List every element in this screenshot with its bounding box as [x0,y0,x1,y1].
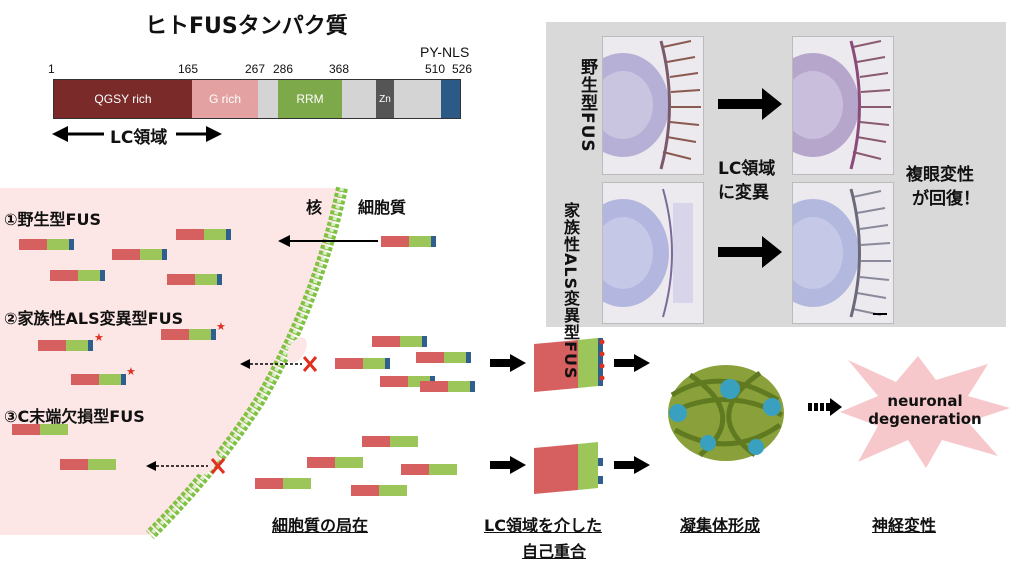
blocked-import-arrow-als [240,356,318,372]
domain-number-267: 267 [245,62,266,76]
label-self-assembly-1: LC領域を介した [484,516,602,535]
fus-truncated-molecule [351,485,407,496]
domain-zn: Zn [376,80,394,118]
mutation-star: ★ [94,331,104,344]
domain-rrm: RRM [278,80,342,118]
label-self-assembly-2: 自己重合 [522,542,587,561]
panel-arrows [718,88,782,268]
eye-section-als-before [602,182,704,324]
domain-number-368: 368 [329,62,350,76]
domain-number-165: 165 [178,62,199,76]
eye-section-wildtype-before [602,36,704,175]
fus-truncated-molecule [12,424,68,435]
fus-molecule [176,229,231,240]
import-arrow [278,235,378,247]
panel-row1-label: 野生型FUS [577,58,597,153]
domain-number-510: 510 [425,62,446,76]
panel-row2-label: 家族性ALS変異型FUS [561,202,580,380]
fus-molecule [19,239,74,250]
fus-als-molecule [335,358,390,369]
fus-als-molecule [38,340,93,351]
panel-mid-text-2: に変異 [718,183,769,203]
fus-molecule [167,274,222,285]
fus-als-molecule [71,374,126,385]
lc-region-arrow [52,124,222,144]
domain-grich: G rich [192,80,258,118]
cytoplasm-label: 細胞質 [358,198,407,217]
lc-region-label: LC領域 [110,128,168,148]
self-assembly-ctrunc [534,442,603,494]
py-nls-label: PY-NLS [420,44,470,60]
fus-domain-bar: QGSY rich G rich RRM Zn [53,79,461,119]
protein-title: ヒトFUSタンパク質 [145,14,348,39]
eye-section-wildtype-after [792,36,894,175]
aggregate [668,365,784,461]
panel-mid-text-1: LC領域 [718,159,776,179]
self-assembly-als [534,338,605,392]
fus-molecule [112,249,167,260]
domain-number-286: 286 [273,62,294,76]
domain-pynls [441,80,460,118]
fus-molecule [381,236,436,247]
domain-number-1: 1 [48,62,55,76]
fus-als-molecule [372,336,427,347]
blocked-import-arrow-ctrunc [146,458,226,474]
domain-qgsy: QGSY rich [54,80,192,118]
label-localization: 細胞質の局在 [272,516,369,535]
mutation-star: ★ [126,365,136,378]
panel-right-text-2: が回復！ [912,189,980,209]
fus-truncated-molecule [401,464,457,475]
fus-truncated-molecule [255,478,311,489]
fus-als-molecule [420,381,475,392]
mutation-star: ★ [216,320,226,333]
fus-als-molecule [416,352,471,363]
domain-number-526: 526 [452,62,473,76]
eye-section-als-after [792,182,894,324]
fus-als-molecule [161,329,216,340]
label-aggregation: 凝集体形成 [680,516,761,535]
variant-wildtype: ①野生型FUS [4,210,101,229]
neuronal-degeneration-burst [840,356,1010,468]
fus-molecule [50,270,105,281]
fus-truncated-molecule [362,436,418,447]
neuronal-degeneration-l2: degeneration [868,410,982,428]
variant-als: ②家族性ALS変異型FUS [4,309,184,328]
panel-right-text-1: 複眼変性 [906,165,974,185]
fus-truncated-molecule [307,457,363,468]
fus-truncated-molecule [60,459,116,470]
variant-ctrunc: ③C末端欠損型FUS [4,407,145,426]
neuronal-degeneration-l1: neuronal [887,392,963,410]
nucleus-label: 核 [306,198,323,217]
label-neurodegeneration: 神経変性 [872,516,937,535]
